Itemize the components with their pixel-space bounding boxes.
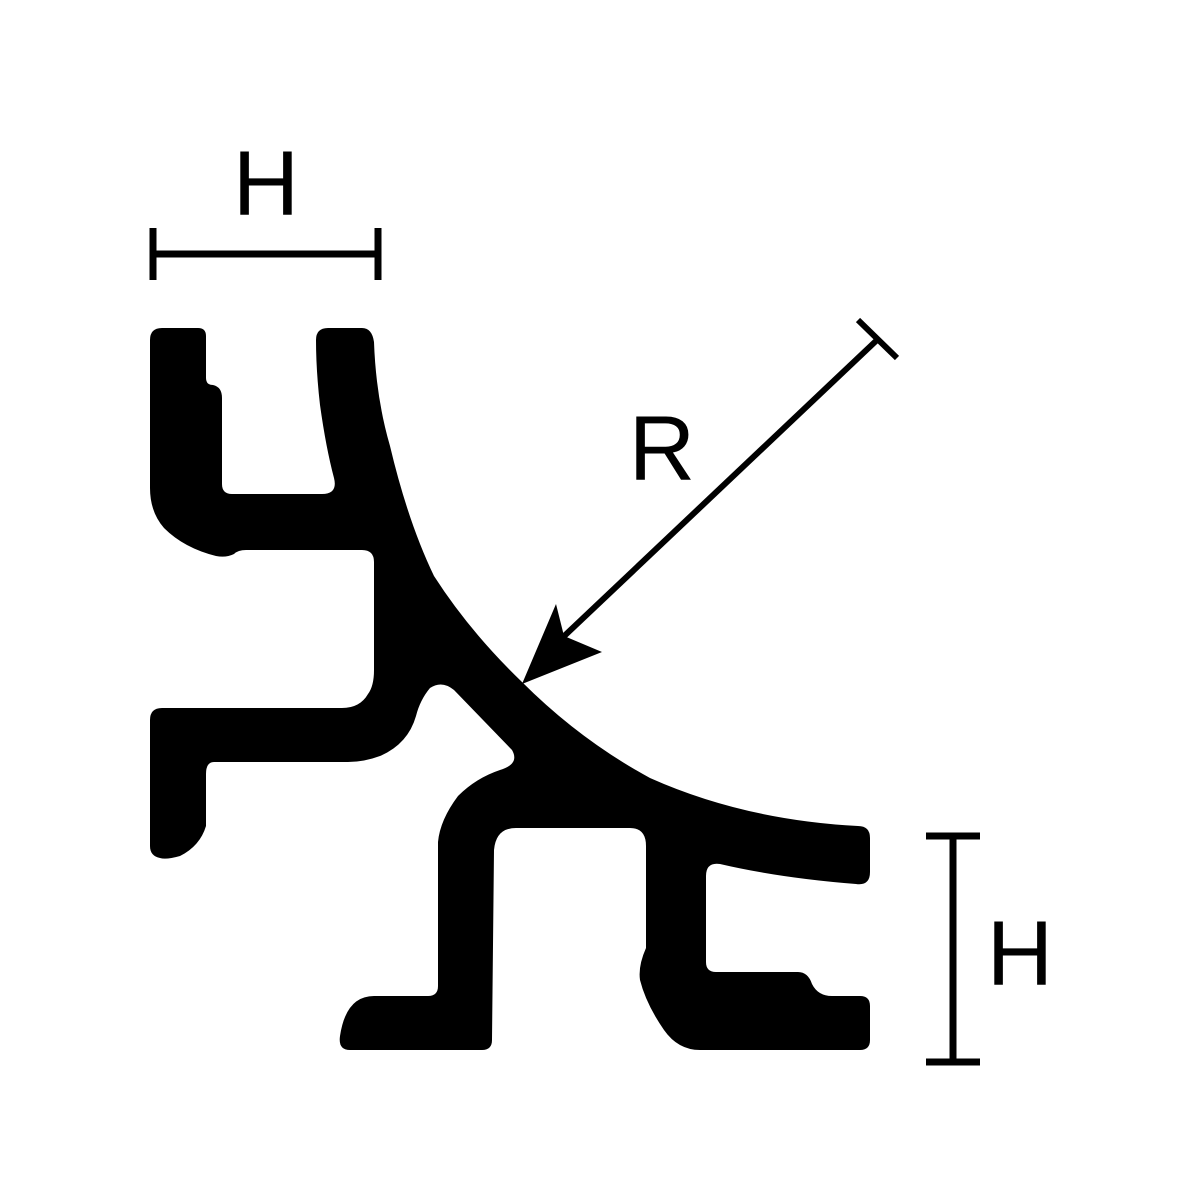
radius-end-tick xyxy=(855,317,900,361)
radius-dimension xyxy=(522,317,900,684)
radius-dimension-line xyxy=(557,337,880,643)
top-width-dimension xyxy=(149,228,382,280)
right-height-label: H xyxy=(987,903,1053,1005)
radius-arrowhead xyxy=(522,604,602,684)
radius-label: R xyxy=(629,398,695,500)
right-height-dimension xyxy=(926,832,980,1066)
profile-cross-section xyxy=(150,328,870,1050)
top-width-label: H xyxy=(233,133,299,235)
